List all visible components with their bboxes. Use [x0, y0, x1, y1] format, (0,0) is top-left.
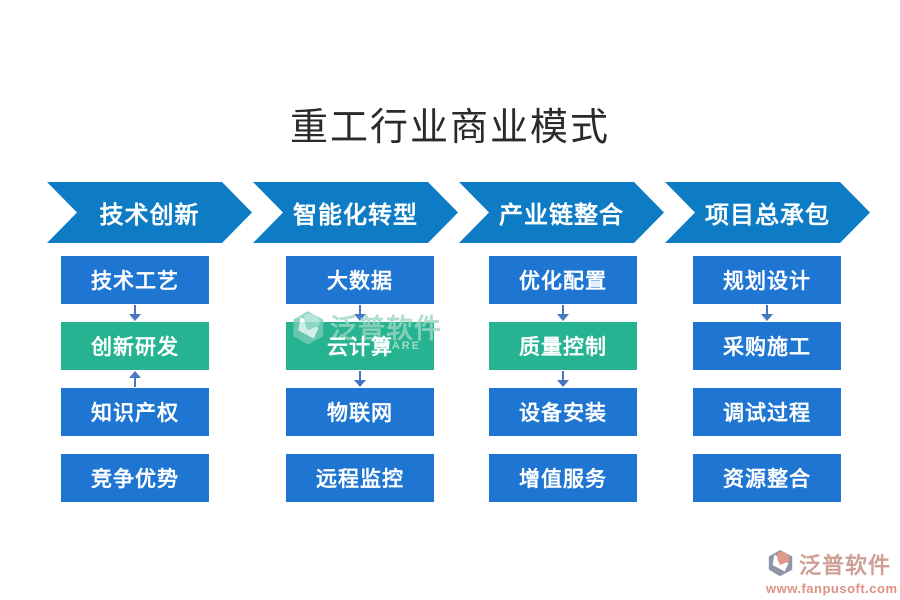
- arrow-up-icon: [128, 371, 142, 387]
- flow-box: 知识产权: [61, 388, 209, 436]
- chevron-header-industry-chain: 产业链整合: [459, 182, 664, 243]
- chevron-header-label: 项目总承包: [705, 203, 830, 229]
- flow-box: 竞争优势: [61, 454, 209, 502]
- footer-brand-text: 泛普软件: [799, 553, 892, 578]
- arrow-down-icon: [353, 305, 367, 321]
- chevron-header-smart-transformation: 智能化转型: [253, 182, 458, 243]
- footer-brand: 泛普软件 www.fanpusoft.com: [766, 548, 898, 596]
- flow-box-label: 物联网: [327, 401, 393, 425]
- flow-box-label: 竞争优势: [91, 467, 179, 491]
- flow-box-label: 增值服务: [519, 467, 607, 491]
- flow-box-label: 质量控制: [519, 335, 607, 359]
- arrow-down-icon: [556, 305, 570, 321]
- flow-box-label: 采购施工: [723, 335, 811, 359]
- flow-box-label: 调试过程: [723, 401, 811, 425]
- flow-box: 资源整合: [693, 454, 841, 502]
- chevron-header-project-epc: 项目总承包: [665, 182, 870, 243]
- chevron-header-label: 智能化转型: [293, 203, 418, 229]
- flow-box: 远程监控: [286, 454, 434, 502]
- flow-box-label: 大数据: [327, 269, 393, 293]
- flow-box: 设备安装: [489, 388, 637, 436]
- flow-box: 创新研发: [61, 322, 209, 370]
- page-title: 重工行业商业模式: [289, 107, 610, 149]
- arrow-down-icon: [556, 371, 570, 387]
- flow-box-label: 设备安装: [519, 401, 607, 425]
- flow-box: 大数据: [286, 256, 434, 304]
- flow-box: 物联网: [286, 388, 434, 436]
- fanpu-logo-icon: [768, 549, 793, 577]
- flow-box: 质量控制: [489, 322, 637, 370]
- flow-box-label: 创新研发: [91, 335, 179, 359]
- flow-box: 优化配置: [489, 256, 637, 304]
- chevron-header-label: 技术创新: [99, 203, 200, 229]
- chevron-header-tech-innovation: 技术创新: [47, 182, 252, 243]
- flow-box-label: 知识产权: [91, 401, 179, 425]
- flow-box-label: 规划设计: [723, 269, 811, 293]
- flow-box-label: 技术工艺: [91, 269, 179, 293]
- flow-box-label: 云计算: [327, 335, 393, 359]
- flow-box: 增值服务: [489, 454, 637, 502]
- arrow-down-icon: [760, 305, 774, 321]
- flow-box: 云计算: [286, 322, 434, 370]
- flow-box: 采购施工: [693, 322, 841, 370]
- footer-website-url: www.fanpusoft.com: [766, 581, 898, 596]
- flow-box: 技术工艺: [61, 256, 209, 304]
- flow-box-label: 资源整合: [723, 467, 811, 491]
- flow-box: 调试过程: [693, 388, 841, 436]
- arrow-down-icon: [353, 371, 367, 387]
- chevron-header-label: 产业链整合: [499, 203, 624, 229]
- flow-box-label: 远程监控: [316, 467, 404, 491]
- flow-box-label: 优化配置: [519, 269, 607, 293]
- arrow-down-icon: [128, 305, 142, 321]
- flow-box: 规划设计: [693, 256, 841, 304]
